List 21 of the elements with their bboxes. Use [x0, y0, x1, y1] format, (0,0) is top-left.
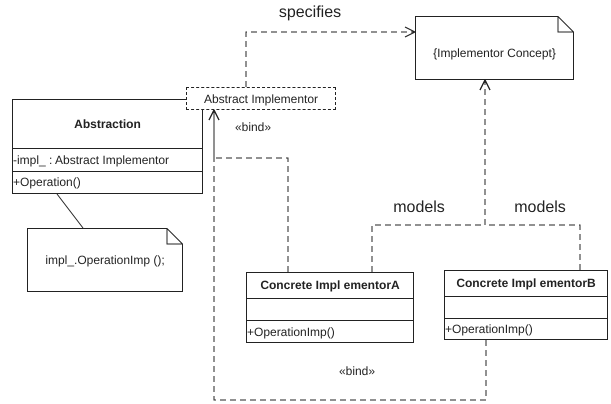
operation-text: +OperationImp(): [445, 322, 533, 336]
class-box: [12, 99, 203, 194]
class-name: Abstraction: [74, 116, 141, 131]
class-name: Concrete Impl ementorA: [260, 278, 400, 292]
connector-line: [56, 194, 84, 228]
dependency-arrow: [246, 26, 416, 88]
class-name: Concrete Impl ementorB: [456, 276, 596, 290]
dependency-arrow: [479, 79, 580, 270]
class-box: [246, 272, 414, 343]
note-text: {Implementor Concept}: [432, 46, 557, 60]
edge-label: «bind»: [232, 120, 274, 134]
edge-label: specifies: [276, 4, 344, 22]
template-parameter-box: [186, 87, 336, 110]
note-text: impl_.OperationImp ();: [44, 253, 166, 267]
dependency-arrow: [208, 109, 486, 400]
parameter-text: Abstract Implementor: [204, 92, 318, 106]
class-box: [444, 270, 608, 340]
edge-label: «bind»: [336, 364, 378, 378]
operation-text: +OperationImp(): [247, 324, 335, 339]
operation-text: +Operation(): [13, 175, 81, 190]
attribute-text: -impl_ : Abstract Implementor: [13, 152, 170, 167]
